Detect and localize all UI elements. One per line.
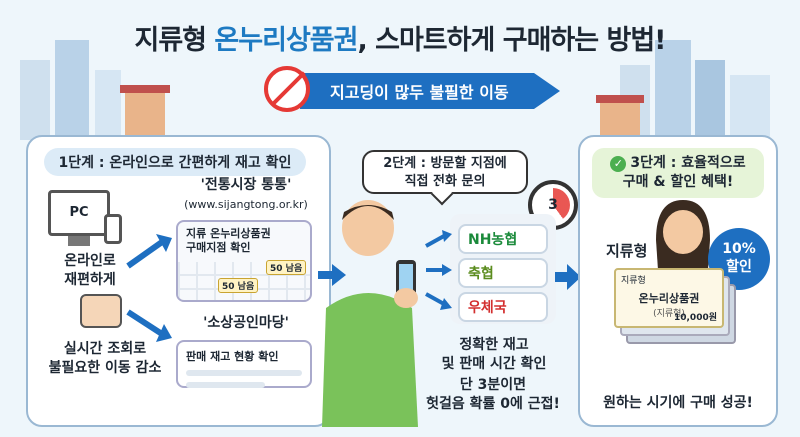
bank-chukhyup: 축협 <box>458 258 548 288</box>
smartphone-icon <box>104 214 122 244</box>
inventory-card-text: 판매 재고 현황 확인 <box>186 350 279 363</box>
voucher-corner: 지류형 <box>621 276 646 286</box>
bank-name: NH농협 <box>468 232 518 248</box>
voucher-amount: 10,000원 <box>673 313 717 323</box>
arrow-right-icon <box>318 264 346 286</box>
title-suffix: , 스마트하게 구매하는 방법! <box>357 25 666 56</box>
voucher-type-label: 지류형 <box>606 242 648 260</box>
tip-line2: 헛걸음 확률 0에 근접! <box>426 396 560 412</box>
map-pin: 50 남음 <box>218 278 259 293</box>
step3-label: ✓3단계 : 효율적으로 구매 & 할인 혜택! <box>592 148 764 198</box>
call-arrows-icon <box>425 230 452 310</box>
no-walking-icon <box>264 66 310 112</box>
hand-click-icon <box>80 294 122 328</box>
success-text: 원하는 시기에 구매 성공! <box>603 395 753 411</box>
inventory-bar <box>186 370 302 376</box>
voucher-title: 온누리상품권 <box>638 292 700 305</box>
badge-line1: 10% <box>722 241 756 257</box>
page-title: 지류형 온누리상품권, 스마트하게 구매하는 방법! <box>0 18 800 57</box>
bank-name: 우체국 <box>468 300 507 316</box>
check-line1: 정확한 재고 <box>459 337 529 353</box>
inventory-card: 판매 재고 현황 확인 <box>176 340 312 388</box>
online-line2: 재편하게 <box>64 272 116 288</box>
realtime-line2: 불필요한 이동 감소 <box>48 360 162 376</box>
inventory-bar <box>186 382 266 388</box>
voucher-sub: (지류형) <box>653 309 685 319</box>
site2-name: '소상공인마당' <box>203 315 289 331</box>
realtime-line1: 실시간 조회로 <box>63 341 147 357</box>
map-line1: 지류 온누리상품권 <box>186 227 271 240</box>
map-card: 지류 온누리상품권 구매지점 확인 50 남음 50 남음 <box>176 220 312 302</box>
online-text: 온라인로 재편하게 <box>40 252 140 290</box>
arrow-right-icon <box>126 309 172 342</box>
site1-url: (www.sijangtong.or.kr) <box>184 198 308 211</box>
arrow-right-icon <box>555 264 581 290</box>
site1-name: '전통시장 통통' <box>200 177 292 193</box>
bank-name: 축협 <box>468 266 494 282</box>
online-line1: 온라인로 <box>64 253 116 269</box>
map-line2: 구매지점 확인 <box>186 241 251 254</box>
site1-title: '전통시장 통통' (www.sijangtong.or.kr) <box>176 176 316 214</box>
step1-label: 1단계 : 온라인으로 간편하게 재고 확인 <box>44 148 306 176</box>
map-header: 지류 온누리상품권 구매지점 확인 <box>178 222 310 260</box>
check-icon: ✓ <box>610 156 627 172</box>
city-skyline-illustration <box>20 40 770 140</box>
voucher-card: 지류형 온누리상품권 (지류형) 10,000원 <box>614 268 724 328</box>
step2-line2: 직접 전화 문의 <box>404 174 486 189</box>
step2-line1: 2단계 : 방문할 지점에 <box>383 156 507 171</box>
step2-bubble: 2단계 : 방문할 지점에 직접 전화 문의 <box>362 150 528 194</box>
banner-text: 지고딩이 많두 불필한 이동 <box>330 83 509 102</box>
title-highlight: 온누리상품권 <box>214 25 358 56</box>
bank-nh: NH농협 <box>458 224 548 254</box>
step3-line2: 구매 & 할인 혜택! <box>622 174 734 190</box>
man-with-phone-illustration <box>322 200 418 427</box>
arrow-right-icon <box>126 234 172 269</box>
pc-monitor-icon: PC <box>48 190 110 236</box>
badge-line2: 할인 <box>726 259 752 275</box>
step3-line1: 3단계 : 효율적으로 <box>630 155 746 171</box>
bank-post: 우체국 <box>458 292 548 322</box>
check-line2: 및 판매 시간 확인 <box>441 356 547 372</box>
map-pin: 50 남음 <box>266 260 307 275</box>
banner-arrow: 지고딩이 많두 불필한 이동 <box>300 73 560 109</box>
realtime-text: 실시간 조회로 불필요한 이동 감소 <box>30 340 180 378</box>
pc-stand-icon <box>68 236 90 246</box>
timer-value: 3 <box>548 197 558 213</box>
step2-tip-text: 단 3분이면 헛걸음 확률 0에 근접! <box>418 376 568 414</box>
step2-check-text: 정확한 재고 및 판매 시간 확인 <box>424 336 564 374</box>
title-prefix: 지류형 <box>134 25 215 56</box>
tip-line1: 단 3분이면 <box>459 377 527 393</box>
